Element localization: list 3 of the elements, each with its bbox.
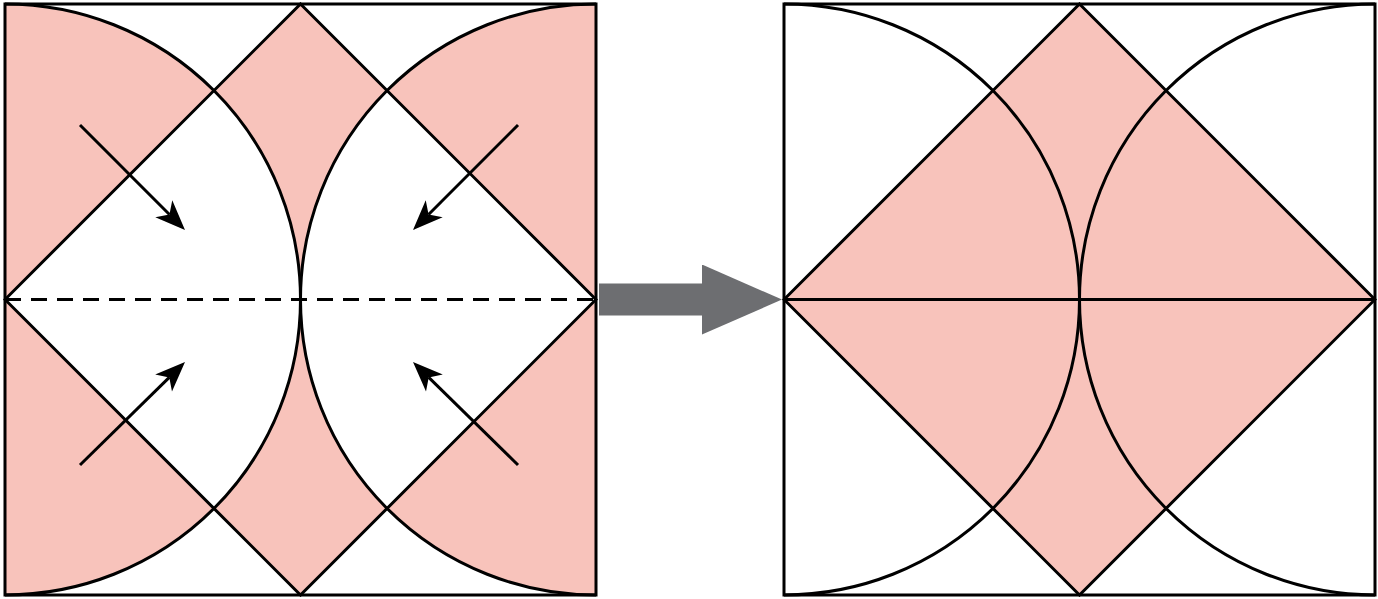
square-pattern-drawing xyxy=(5,4,596,595)
arrow xyxy=(599,264,782,335)
square-pattern-drawing xyxy=(784,4,1375,595)
